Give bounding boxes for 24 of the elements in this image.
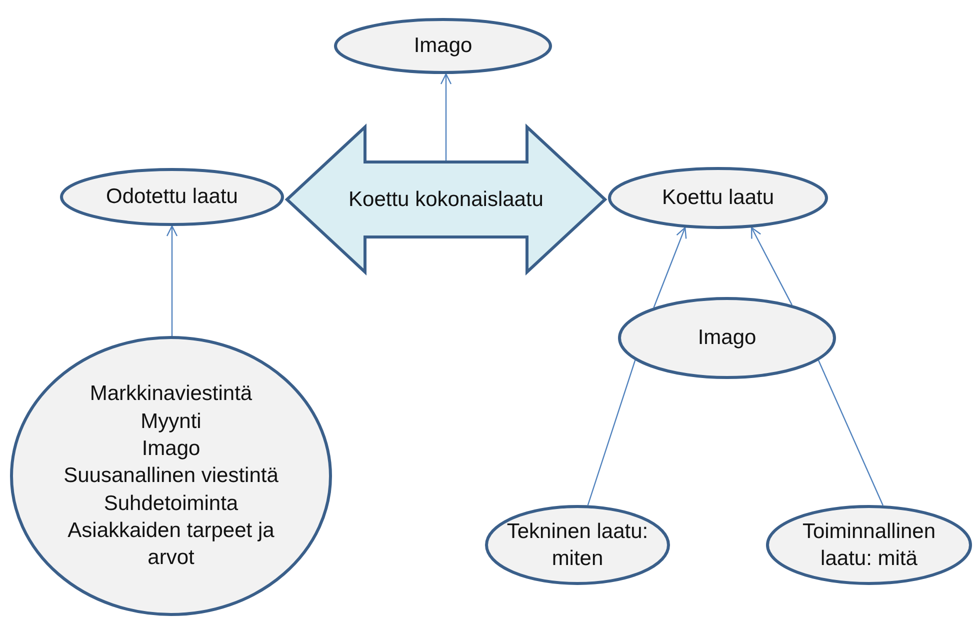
node-label: Tekninen laatu: miten bbox=[506, 518, 650, 572]
arrow bbox=[440, 73, 452, 162]
ellipse-node bbox=[334, 18, 552, 74]
node-label: Imago bbox=[698, 325, 756, 352]
ellipse-node bbox=[766, 505, 972, 585]
ellipse-node bbox=[485, 505, 670, 585]
node-label: Imago bbox=[142, 436, 200, 462]
node-label: Myynti bbox=[140, 408, 202, 435]
node-label: Suhdetoiminta bbox=[104, 490, 238, 517]
ellipse-node bbox=[608, 167, 828, 229]
node-label: Toiminnallinen laatu: mitä bbox=[801, 518, 937, 572]
node-label: Imago bbox=[414, 33, 472, 60]
arrow bbox=[166, 225, 178, 336]
ellipse-node bbox=[618, 297, 836, 379]
node-label: Odotettu laatu bbox=[106, 184, 238, 210]
arrow bbox=[653, 226, 687, 308]
ellipse-node bbox=[60, 168, 284, 226]
arrow bbox=[750, 226, 793, 306]
node-label: Koettu laatu bbox=[662, 185, 774, 212]
node-label: Asiakkaiden tarpeet ja arvot bbox=[66, 518, 276, 572]
node-label: Koettu kokonaislaatu bbox=[348, 186, 544, 213]
node-label: Markkinaviestintä bbox=[90, 381, 252, 408]
ellipse-node bbox=[10, 336, 332, 616]
node-label: Suusanallinen viestintä bbox=[64, 463, 278, 490]
